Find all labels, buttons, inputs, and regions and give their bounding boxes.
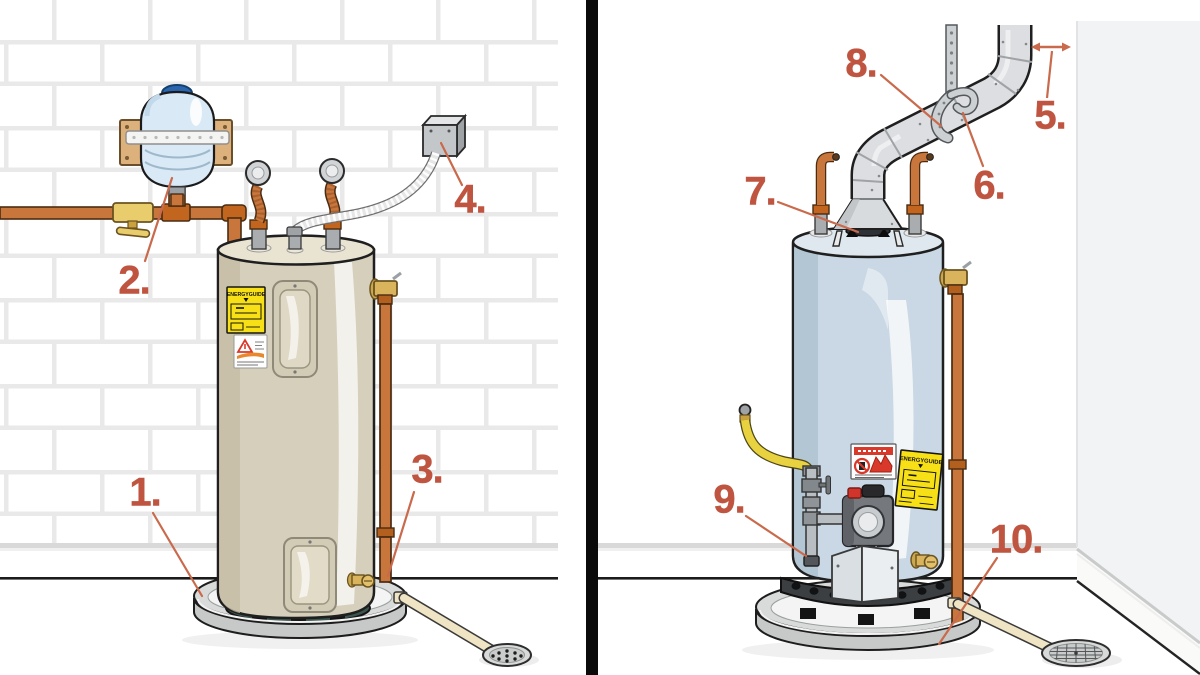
draft-hood	[832, 198, 904, 247]
hot-outlet-pipe-gas	[903, 151, 934, 238]
panel-divider	[586, 0, 598, 675]
gas-shutoff-valve	[801, 475, 831, 495]
drain-valve-gas	[910, 551, 939, 570]
leader-1	[151, 511, 204, 598]
energyguide-label-gas: ENERGYGUIDE	[894, 449, 944, 511]
drain-valve-electric	[346, 572, 375, 588]
cold-inlet-flex-connector	[245, 160, 272, 253]
floor-drain-right	[1041, 639, 1122, 668]
clearance-arrow	[1031, 42, 1071, 99]
leader-lines-left	[143, 141, 464, 598]
electrical-conduit	[286, 151, 441, 254]
pilot-button	[847, 487, 862, 499]
leader-10	[937, 556, 999, 646]
pan-drain-hose-left	[393, 591, 499, 657]
callout-5: 5.	[1034, 93, 1067, 138]
sediment-trap	[803, 555, 820, 567]
lower-access-panel	[283, 537, 337, 613]
expansion-tank	[119, 84, 233, 207]
floor-drain-left	[479, 643, 539, 667]
tp-relief-valve-gas	[939, 260, 972, 295]
leader-6	[961, 111, 985, 168]
gas-line-fitting	[738, 403, 752, 417]
leader-3	[386, 490, 416, 578]
drain-pan-right-front	[755, 608, 981, 651]
callout-3: 3.	[411, 447, 444, 492]
electrical-junction-box	[420, 113, 468, 159]
callout-6: 6.	[973, 163, 1006, 208]
leader-9	[744, 514, 808, 558]
warning-label-gas	[850, 443, 897, 480]
drain-pan-left-front	[193, 597, 407, 639]
upper-access-panel	[272, 280, 318, 378]
leader-4	[439, 141, 464, 187]
warning-label-electric	[233, 334, 268, 369]
energyguide-label-electric: ENERGYGUIDE	[226, 286, 266, 334]
electric-water-heater: ENERGYGUIDE	[216, 151, 441, 620]
callout-10: 10.	[989, 517, 1043, 562]
callout-8: 8.	[845, 41, 878, 86]
callout-7: 7.	[744, 169, 777, 214]
left-panel-electric-installation: ENERGYGUIDE	[0, 0, 558, 667]
callout-2: 2.	[118, 258, 151, 303]
energyguide-text: ENERGYGUIDE	[899, 456, 942, 466]
callout-1: 1.	[129, 470, 162, 515]
leader-8	[879, 73, 943, 128]
shutoff-valve	[112, 202, 154, 238]
gas-control-valve	[841, 484, 895, 569]
burner-access-cover	[831, 544, 899, 604]
right-panel-gas-installation: ENERGYGUIDE	[598, 21, 1200, 675]
callout-4: 4.	[454, 177, 487, 222]
tp-discharge-pipe-gas	[948, 293, 967, 625]
energyguide-text: ENERGYGUIDE	[227, 292, 266, 298]
tp-discharge-pipe	[376, 303, 395, 583]
leader-7	[776, 200, 860, 234]
vent-pipe	[850, 25, 1033, 199]
callout-9: 9.	[713, 477, 746, 522]
leader-2	[143, 176, 174, 263]
corner-side-wall	[1076, 21, 1200, 675]
pan-drain-hose-right	[947, 597, 1056, 654]
control-knob	[861, 484, 885, 498]
leader-lines-right	[744, 73, 999, 646]
